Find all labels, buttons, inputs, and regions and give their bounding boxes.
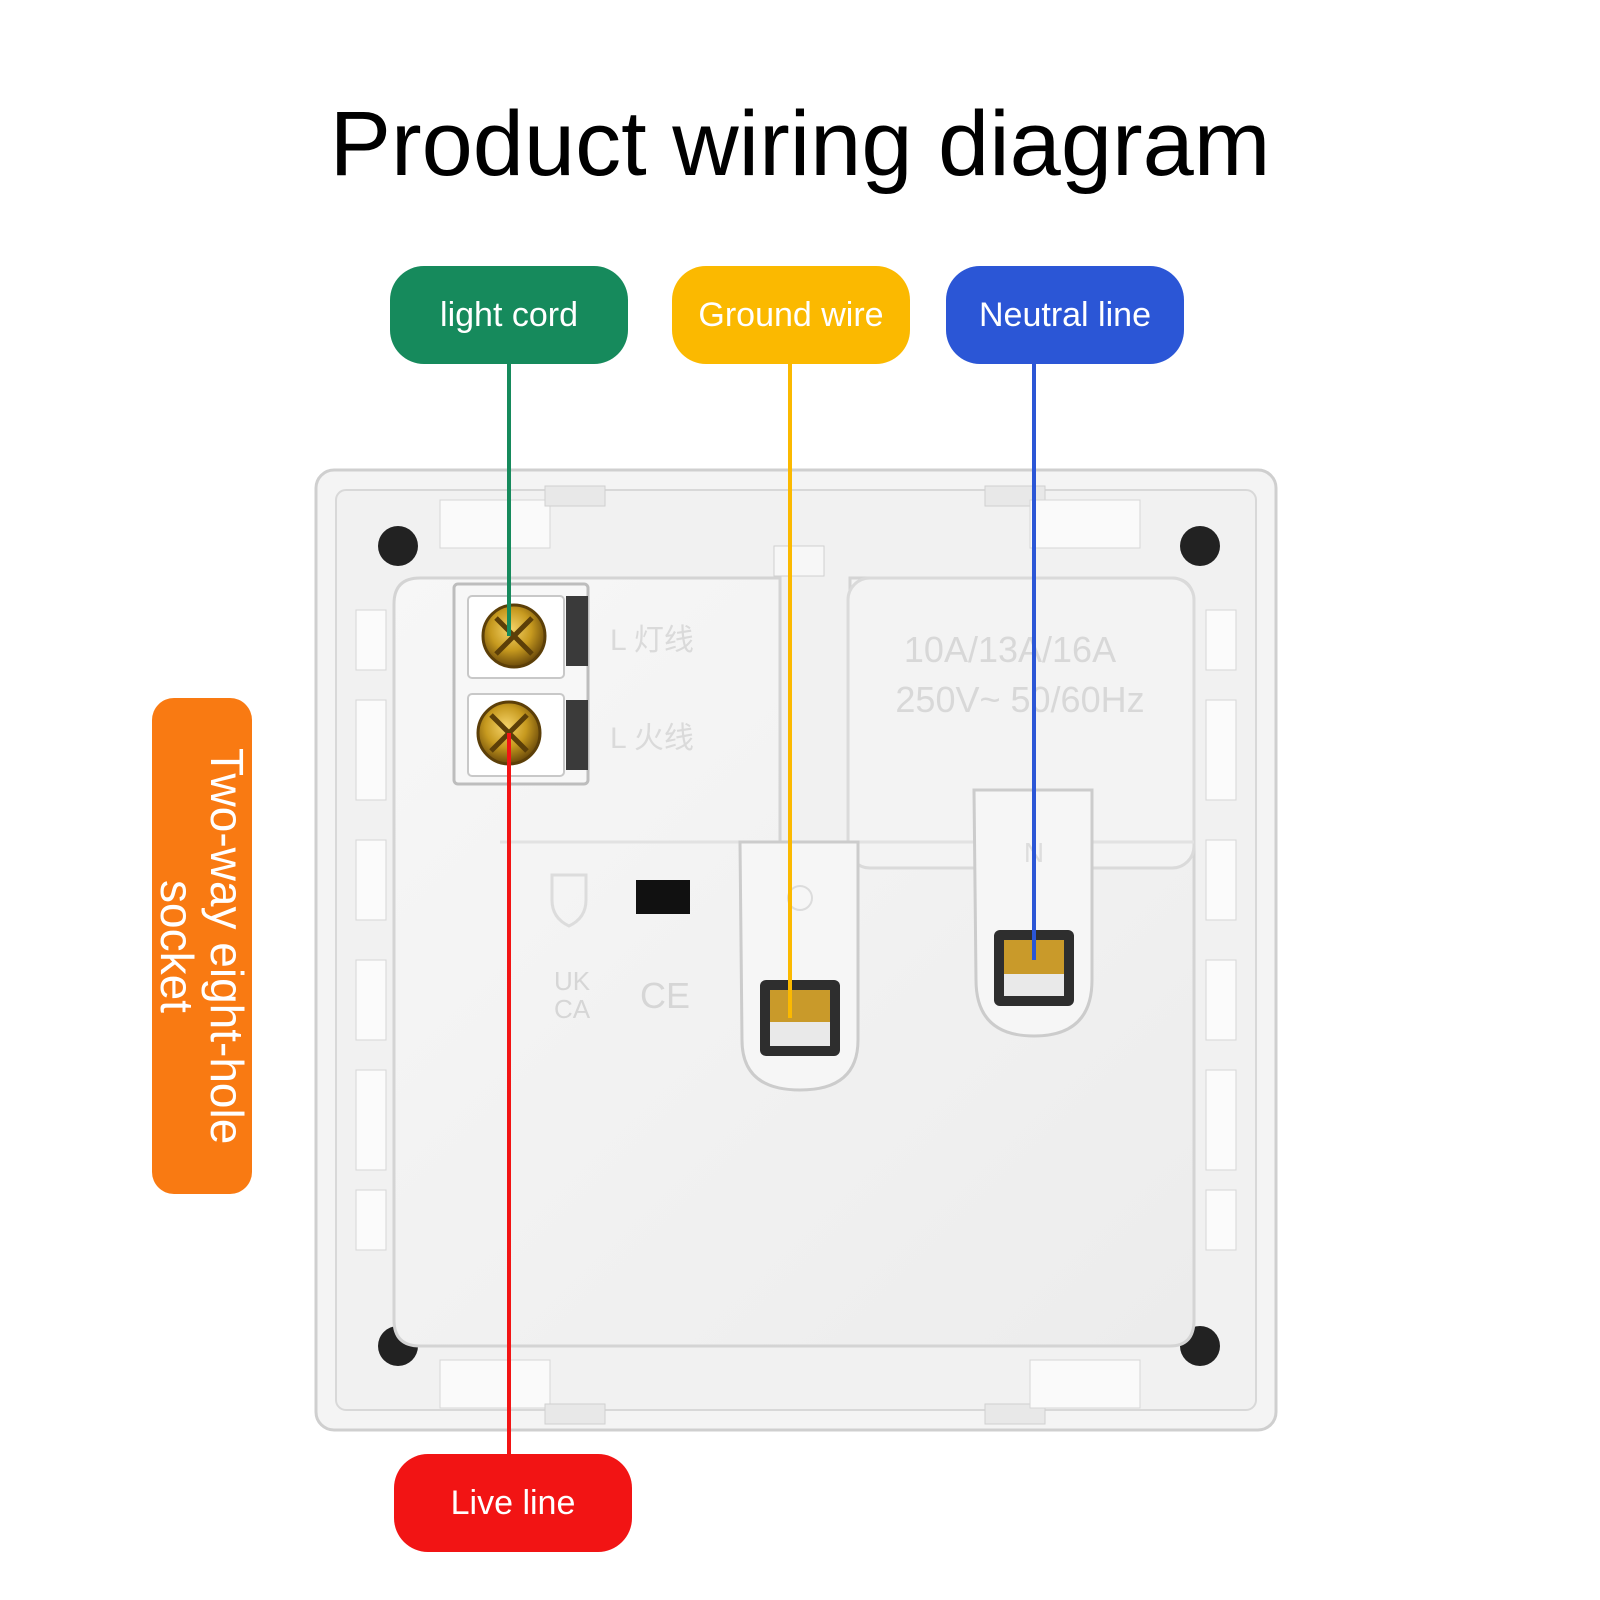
screw-hole-icon bbox=[1180, 526, 1220, 566]
terminal-label-live: L 火线 bbox=[610, 722, 694, 755]
live-line-label: Live line bbox=[394, 1454, 632, 1552]
ukca-mark-bottom: CA bbox=[554, 994, 591, 1024]
terminal-block bbox=[452, 582, 590, 786]
page-title: Product wiring diagram bbox=[329, 93, 1271, 195]
ground-terminal bbox=[738, 840, 860, 1092]
screw-hole-icon bbox=[378, 526, 418, 566]
shield-icon bbox=[550, 873, 588, 928]
neutral-line-label: Neutral line bbox=[946, 266, 1184, 364]
rating-line-2: 250V~ 50/60Hz bbox=[895, 679, 1144, 720]
light-cord-label: light cord bbox=[390, 266, 628, 364]
rating-line-1: 10A/13A/16A bbox=[904, 629, 1116, 670]
ce-mark: CE bbox=[640, 975, 690, 1016]
live-line-text: Live line bbox=[450, 1483, 576, 1522]
ukca-mark-top: UK bbox=[554, 966, 591, 996]
product-type-text: Two-way eight-hole socket bbox=[151, 747, 253, 1145]
product-type-label: Two-way eight-hole socket bbox=[151, 698, 253, 1194]
ground-wire-text: Ground wire bbox=[698, 295, 884, 334]
light-cord-text: light cord bbox=[440, 295, 578, 334]
ground-wire-label: Ground wire bbox=[672, 266, 910, 364]
terminal-label-light: L 灯线 bbox=[610, 624, 694, 657]
neutral-line-text: Neutral line bbox=[979, 295, 1151, 334]
